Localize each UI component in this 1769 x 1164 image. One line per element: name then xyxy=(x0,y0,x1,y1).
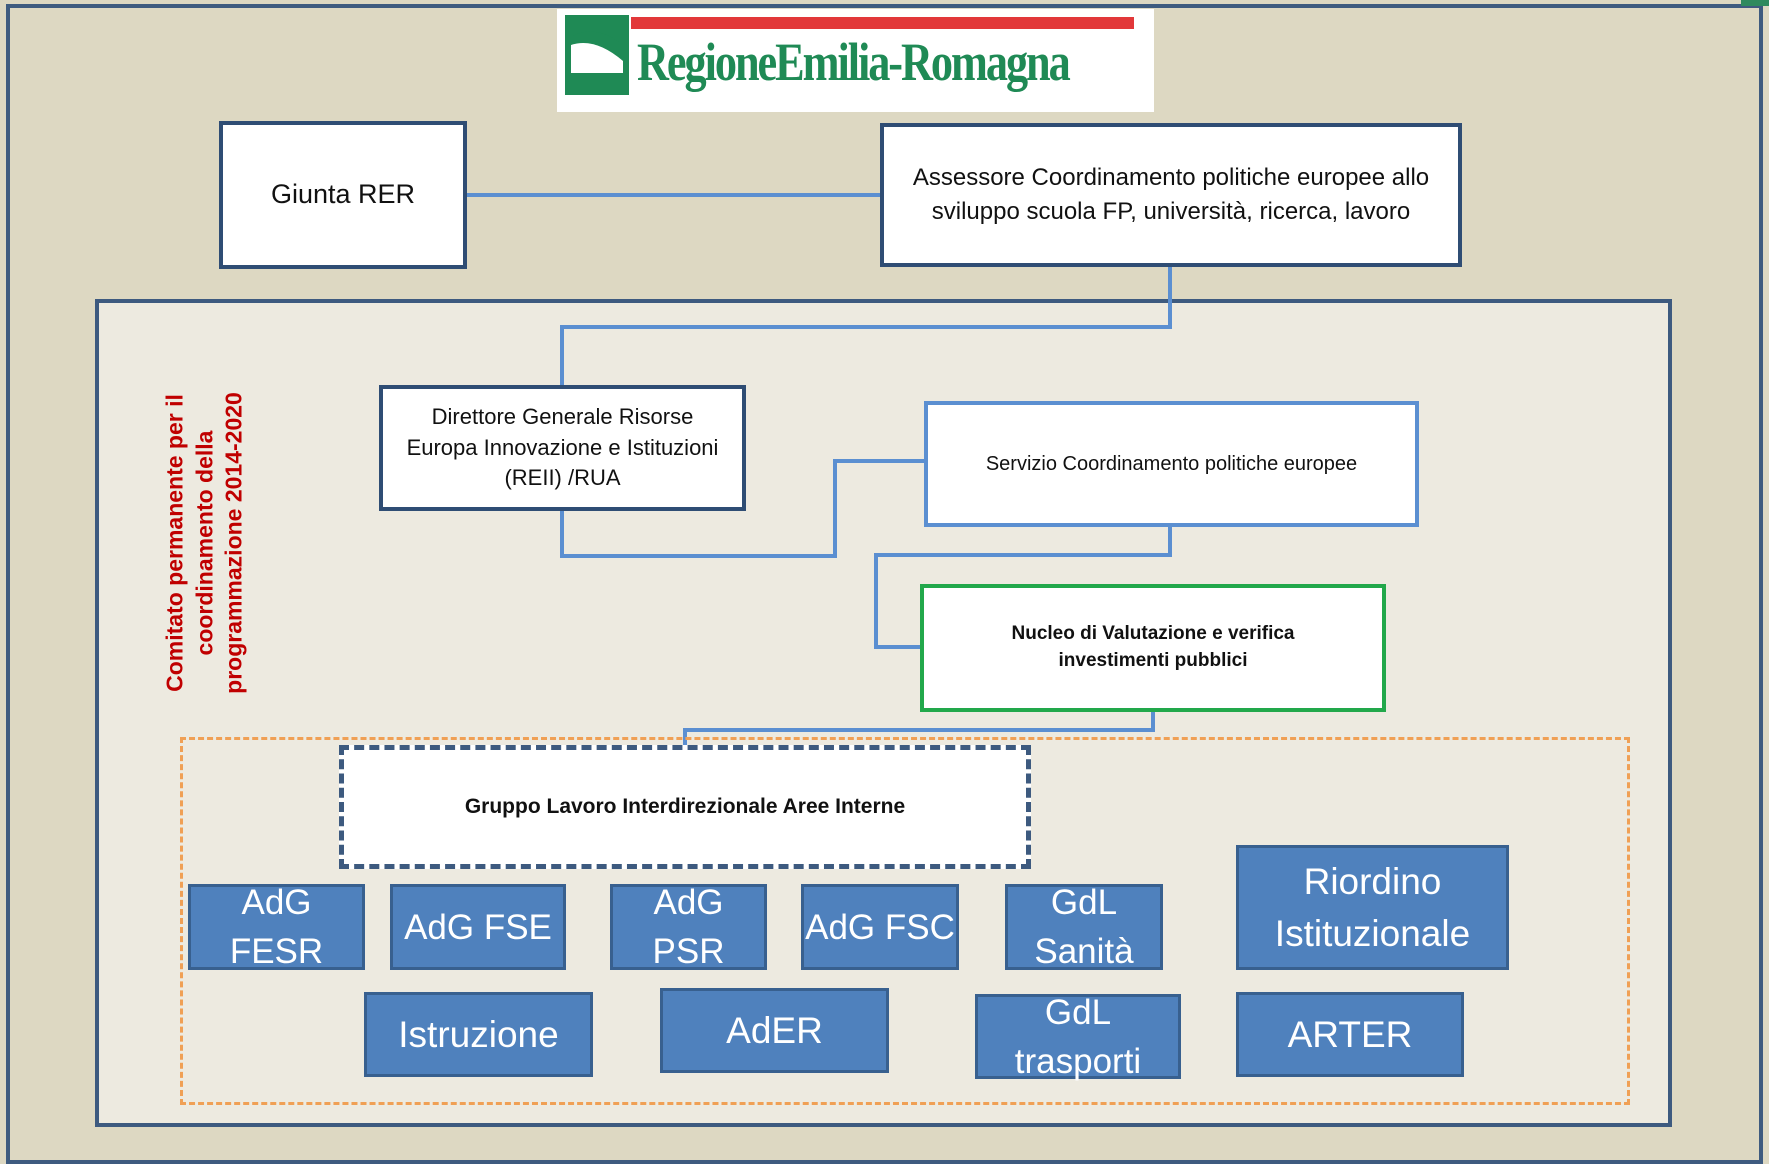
ader-box: AdER xyxy=(660,988,889,1073)
nucleo-valutazione-box: Nucleo di Valutazione e verifica investi… xyxy=(920,584,1386,712)
gdl-sanita-box: GdL Sanità xyxy=(1005,883,1163,971)
servizio-coordinamento-box: Servizio Coordinamento politiche europee xyxy=(924,401,1419,527)
adg-fesr-box: AdG FESR xyxy=(188,883,365,971)
assessore-box: Assessore Coordinamento politiche europe… xyxy=(880,123,1462,267)
regione-logo: RegioneEmilia-Romagna xyxy=(557,9,1154,112)
arter-box: ARTER xyxy=(1236,992,1464,1077)
connector-direttore-servizio xyxy=(560,459,928,558)
regione-emblem-icon xyxy=(565,15,629,95)
working-group-area xyxy=(180,737,1630,1105)
adg-fse-box: AdG FSE xyxy=(390,884,566,970)
direttore-generale-box: Direttore Generale Risorse Europa Innova… xyxy=(379,385,746,511)
committee-label: Comitato permanente per il coordinamento… xyxy=(161,392,247,694)
adg-fsc-box: AdG FSC xyxy=(801,884,959,970)
giunta-rer-box: Giunta RER xyxy=(219,121,467,269)
adg-psr-box: AdG PSR xyxy=(610,883,767,971)
logo-wordmark: RegioneEmilia-Romagna xyxy=(637,32,1071,92)
istruzione-box: Istruzione xyxy=(364,992,593,1077)
riordino-istituzionale-box: Riordino Istituzionale xyxy=(1236,845,1509,970)
connector-lines xyxy=(467,193,1172,745)
connector-assessore-direttore xyxy=(560,265,1172,387)
gdl-trasporti-box: GdL trasporti xyxy=(975,993,1181,1081)
logo-red-bar xyxy=(631,17,1134,29)
connector-servizio-nucleo xyxy=(874,524,1172,649)
gruppo-lavoro-box: Gruppo Lavoro Interdirezionale Aree Inte… xyxy=(339,745,1031,869)
corner-accent xyxy=(1741,0,1769,6)
